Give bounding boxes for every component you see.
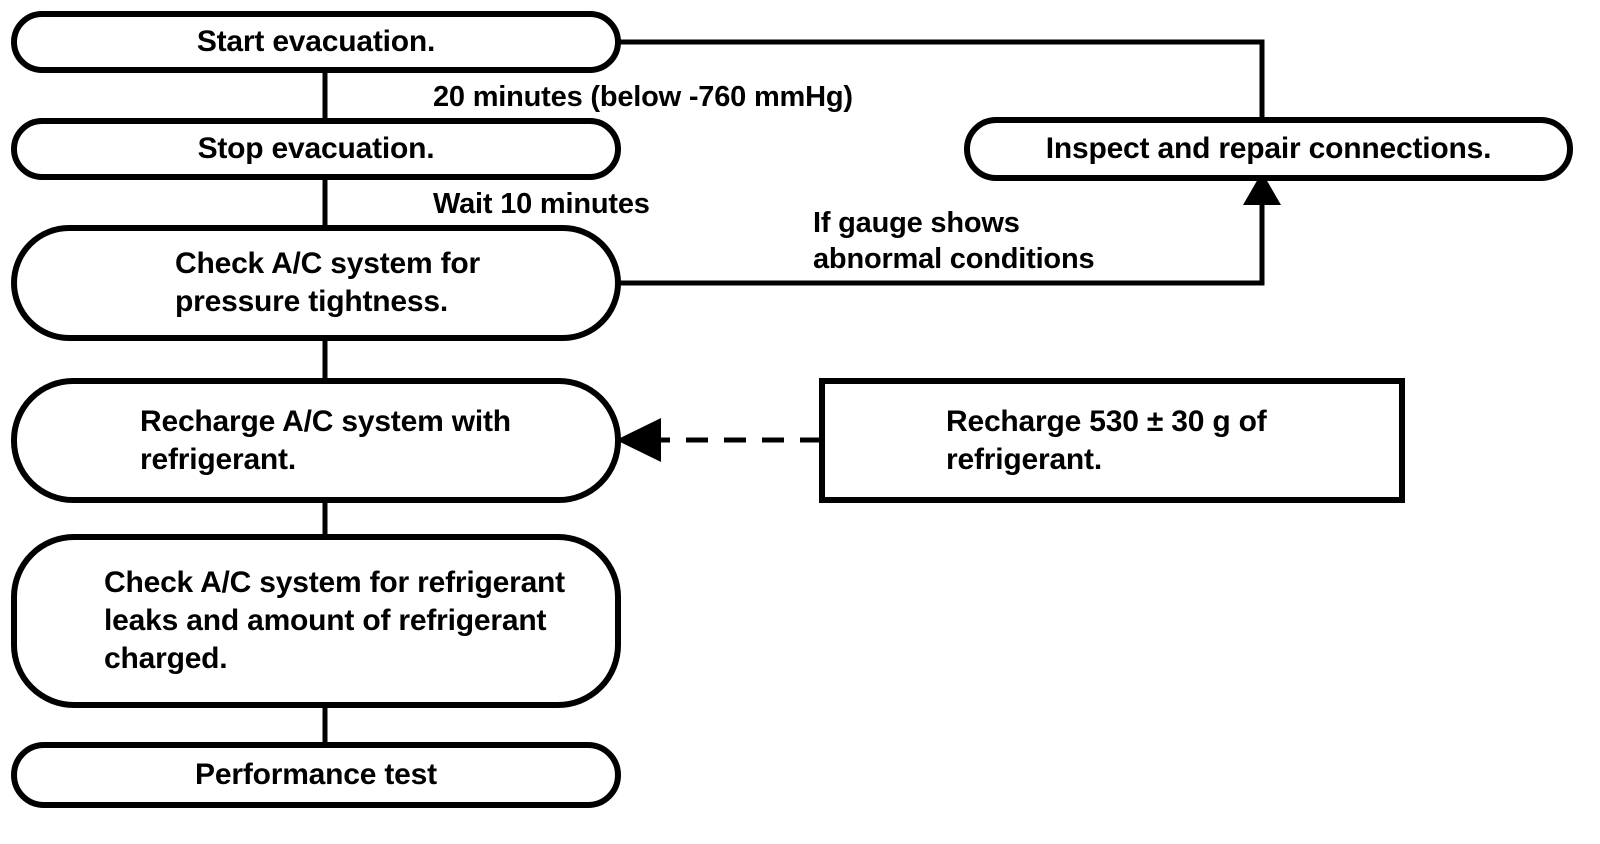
edge-label-evacuation-duration: 20 minutes (below -760 mmHg) [433, 81, 853, 113]
edge-label-wait-time: Wait 10 minutes [433, 188, 650, 220]
node-recharge-system-shape[interactable] [11, 378, 621, 503]
connector-check-pressure-to-inspect [612, 196, 1265, 286]
arrowhead-left-recharge [616, 418, 661, 462]
edge-label-abnormal-condition: If gauge shows abnormal conditions [813, 207, 1095, 275]
node-performance-test-shape[interactable] [11, 742, 621, 808]
node-inspect-repair-shape[interactable] [964, 117, 1573, 181]
node-stop-evacuation-shape[interactable] [11, 118, 621, 180]
connector-start-to-inspect [612, 39, 1265, 122]
node-check-pressure-shape[interactable] [11, 225, 621, 341]
arrowhead-up-inspect [1243, 172, 1281, 205]
node-recharge-amount-shape[interactable] [819, 378, 1405, 503]
connector-group [322, 39, 1265, 745]
node-check-leaks-shape[interactable] [11, 534, 621, 708]
node-start-evacuation-shape[interactable] [11, 11, 621, 73]
